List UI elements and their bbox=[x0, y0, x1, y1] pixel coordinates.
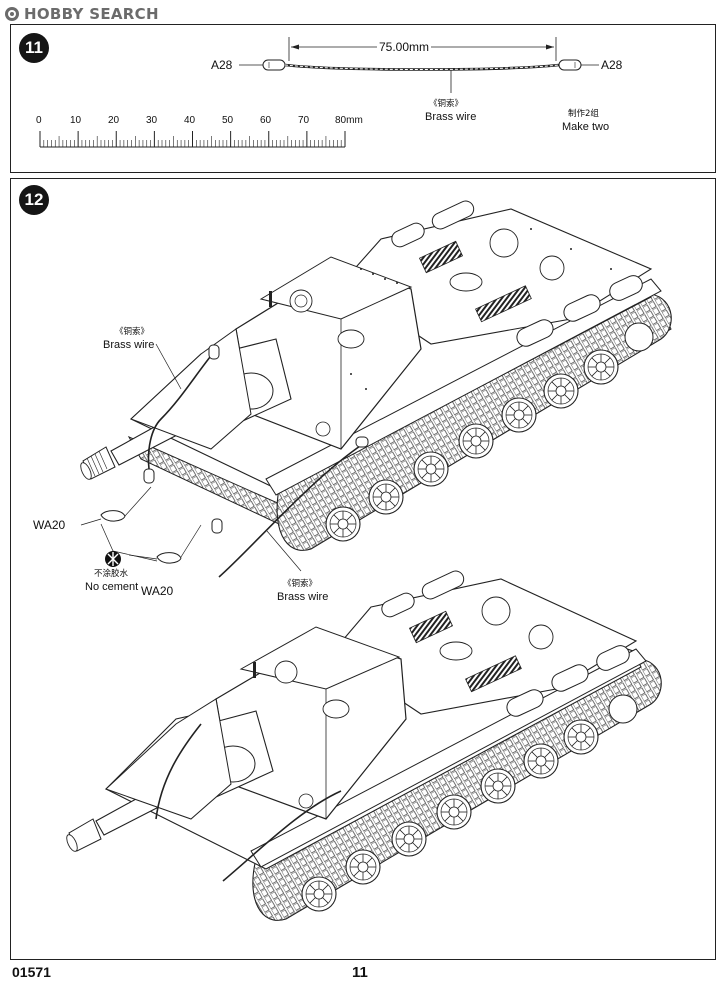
ruler-tick-label: 60 bbox=[260, 115, 272, 126]
make-two-label: Make two bbox=[562, 121, 610, 133]
step-12-panel: 12 bbox=[10, 178, 716, 960]
part-label-wa20-a: WA20 bbox=[33, 518, 66, 532]
wire-length-dimension: 75.00mm bbox=[377, 40, 432, 54]
brass-wire-upper bbox=[147, 351, 364, 578]
step-11-panel: 11 75.00mm A28 A28 《铜索》 Brass wire 制作2组 … bbox=[10, 24, 716, 173]
make-two-label-cn: 制作2组 bbox=[568, 109, 599, 119]
ruler-tick-label: 10 bbox=[70, 115, 82, 126]
no-cement-label: No cement bbox=[85, 581, 139, 593]
ruler-tick-label: 50 bbox=[222, 115, 234, 126]
step-12-badge: 12 bbox=[19, 185, 49, 215]
ruler-tick-label: 0 bbox=[36, 115, 42, 126]
hobby-search-watermark: HOBBY SEARCH bbox=[4, 4, 159, 24]
brass-wire-bottom-label: Brass wire bbox=[277, 591, 329, 603]
brass-wire-label-cn: 《铜索》 bbox=[429, 99, 464, 109]
mm-ruler: 0 10 20 30 40 50 60 70 80mm bbox=[11, 25, 715, 172]
brass-wire-top-cn: 《铜索》 bbox=[115, 327, 150, 337]
kit-code: 01571 bbox=[12, 964, 51, 980]
wire-end-caps bbox=[143, 344, 369, 534]
lower-tank-drawing bbox=[66, 570, 662, 921]
step-11-badge: 11 bbox=[19, 33, 49, 63]
tank-assembly-drawing bbox=[66, 200, 672, 921]
brass-wire-bottom-cn: 《铜索》 bbox=[283, 579, 318, 589]
part-label-a28-right: A28 bbox=[601, 58, 623, 72]
part-label-a28-left: A28 bbox=[211, 58, 233, 72]
upper-tank-drawing bbox=[80, 200, 672, 551]
hobby-search-logo-icon bbox=[5, 7, 19, 21]
ruler-tick-label: 70 bbox=[298, 115, 310, 126]
brass-wire-drawing bbox=[239, 37, 599, 93]
no-cement-label-cn: 不涂胶水 bbox=[94, 569, 129, 579]
wa20-parts bbox=[100, 510, 182, 564]
ruler-scale bbox=[39, 131, 346, 148]
leader-lines bbox=[80, 343, 302, 572]
page-number: 11 bbox=[352, 964, 368, 981]
part-label-wa20-b: WA20 bbox=[141, 584, 174, 598]
no-cement-icon bbox=[105, 551, 121, 567]
ruler-tick-label: 80mm bbox=[335, 115, 363, 126]
brass-wire-top-label: Brass wire bbox=[103, 339, 155, 351]
ruler-tick-label: 30 bbox=[146, 115, 158, 126]
brass-wire-label: Brass wire bbox=[425, 111, 477, 123]
ruler-tick-label: 40 bbox=[184, 115, 196, 126]
watermark-text: HOBBY SEARCH bbox=[24, 5, 159, 23]
ruler-tick-label: 20 bbox=[108, 115, 120, 126]
